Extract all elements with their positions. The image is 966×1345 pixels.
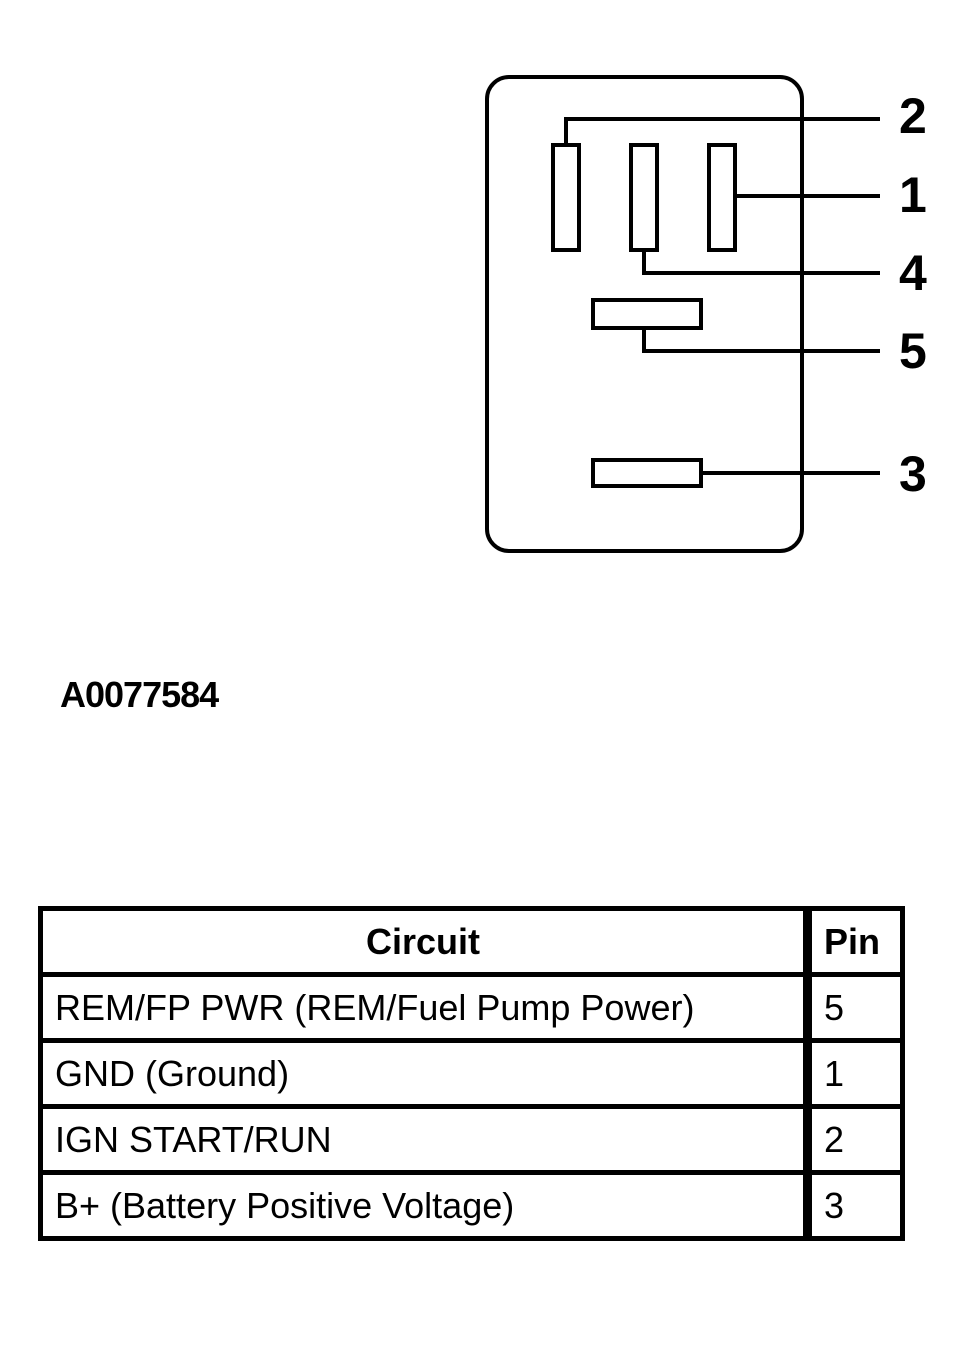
circuit-cell: IGN START/RUN (38, 1104, 810, 1175)
pin-label-5: 5 (899, 323, 927, 379)
header-circuit: Circuit (38, 906, 810, 977)
leader-line-pin-2 (564, 117, 880, 145)
table-row: REM/FP PWR (REM/Fuel Pump Power) 5 (38, 972, 905, 1043)
terminal-pin-5 (591, 298, 703, 330)
pin-cell: 1 (803, 1038, 905, 1109)
table-row: B+ (Battery Positive Voltage) 3 (38, 1170, 905, 1241)
circuit-cell: REM/FP PWR (REM/Fuel Pump Power) (38, 972, 810, 1043)
pin-cell: 2 (803, 1104, 905, 1175)
connector-housing (485, 75, 804, 553)
pin-label-3: 3 (899, 446, 927, 502)
pin-label-4: 4 (899, 245, 927, 301)
circuit-cell: B+ (Battery Positive Voltage) (38, 1170, 810, 1241)
terminal-pin-3 (591, 458, 703, 488)
terminal-pin-2 (551, 143, 581, 252)
leader-line-pin-5 (642, 328, 880, 353)
circuit-cell: GND (Ground) (38, 1038, 810, 1109)
header-pin: Pin (803, 906, 905, 977)
leader-line-pin-4 (642, 250, 880, 275)
pin-cell: 3 (803, 1170, 905, 1241)
table-header-row: Circuit Pin (38, 906, 905, 977)
pin-cell: 5 (803, 972, 905, 1043)
pin-label-2: 2 (899, 88, 927, 144)
pin-label-1: 1 (899, 167, 927, 223)
terminal-pin-1 (707, 143, 737, 252)
table-row: GND (Ground) 1 (38, 1038, 905, 1109)
circuit-pin-table: Circuit Pin REM/FP PWR (REM/Fuel Pump Po… (38, 906, 905, 1241)
connector-pinout-diagram: 2 1 4 5 3 (485, 75, 927, 553)
terminal-pin-4 (629, 143, 659, 252)
table-row: IGN START/RUN 2 (38, 1104, 905, 1175)
figure-id: A0077584 (60, 674, 219, 715)
